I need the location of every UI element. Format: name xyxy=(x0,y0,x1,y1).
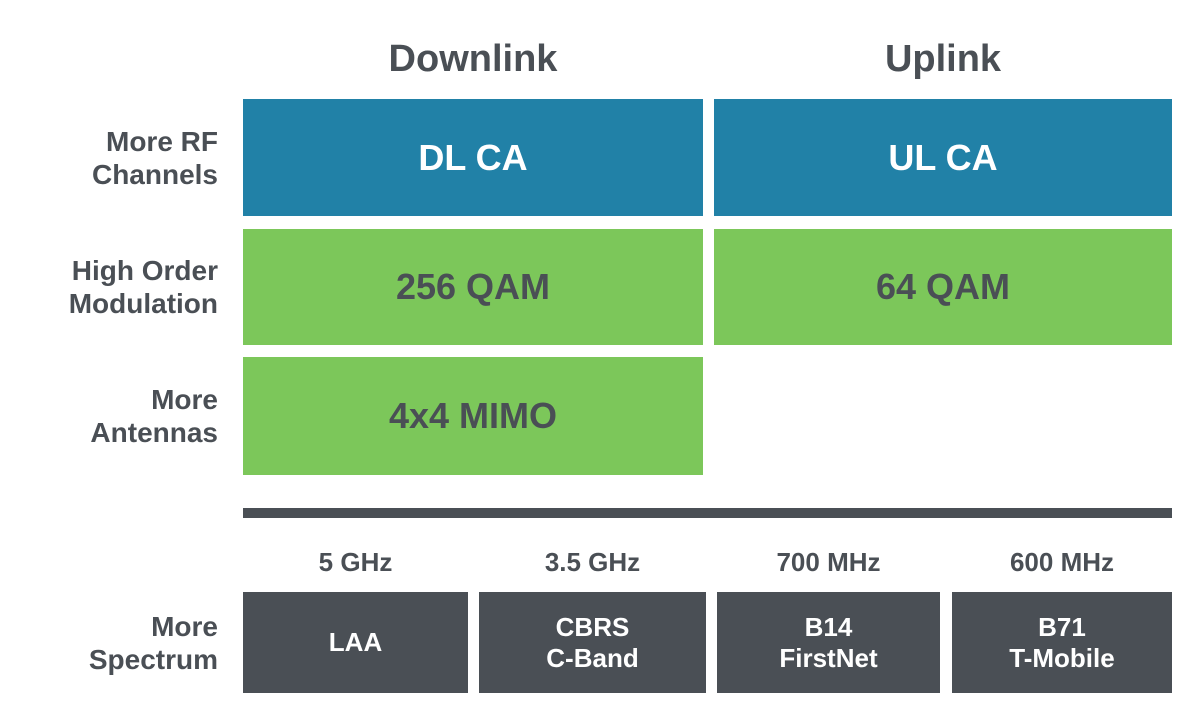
cell-256-qam: 256 QAM xyxy=(243,229,703,345)
band-box-line: C-Band xyxy=(546,642,639,673)
row-label-more-spectrum: More Spectrum xyxy=(0,592,218,693)
band-box-cbrs-cband: CBRS C-Band xyxy=(479,592,706,693)
column-header-downlink: Downlink xyxy=(388,37,558,80)
spectrum-divider-bar xyxy=(243,508,1172,518)
row-label-high-order-modulation: High Order Modulation xyxy=(0,229,218,345)
row-label-line: More xyxy=(151,384,218,415)
band-box-line: B71 xyxy=(1038,611,1086,642)
column-header-uplink: Uplink xyxy=(884,37,1002,80)
frequency-label-600mhz: 600 MHz xyxy=(1009,546,1115,577)
cell-4x4-mimo: 4x4 MIMO xyxy=(243,357,703,475)
row-label-line: Modulation xyxy=(68,288,218,319)
cell-64-qam: 64 QAM xyxy=(714,229,1172,345)
row-label-line: Antennas xyxy=(90,417,218,448)
band-box-line: B14 xyxy=(804,611,853,642)
frequency-label-3-5ghz: 3.5 GHz xyxy=(544,546,641,577)
band-box-line: FirstNet xyxy=(779,642,878,673)
band-box-line: CBRS xyxy=(555,611,630,642)
band-box-line: T-Mobile xyxy=(1009,642,1115,673)
band-box-b71-tmobile: B71 T-Mobile xyxy=(952,592,1172,693)
cell-dl-ca: DL CA xyxy=(243,99,703,216)
row-label-line: More xyxy=(151,610,218,642)
band-box-laa: LAA xyxy=(243,592,468,693)
band-box-b14-firstnet: B14 FirstNet xyxy=(717,592,940,693)
cell-ul-ca: UL CA xyxy=(714,99,1172,216)
row-label-line: High Order xyxy=(71,255,218,286)
row-label-line: Spectrum xyxy=(88,643,218,675)
band-box-line: LAA xyxy=(328,627,383,657)
row-label-line: Channels xyxy=(91,158,218,190)
row-label-line: More RF xyxy=(106,125,218,157)
frequency-label-5ghz: 5 GHz xyxy=(318,546,393,577)
row-label-more-antennas: More Antennas xyxy=(0,357,218,475)
frequency-label-700mhz: 700 MHz xyxy=(776,546,881,577)
row-label-more-rf-channels: More RF Channels xyxy=(0,99,218,216)
